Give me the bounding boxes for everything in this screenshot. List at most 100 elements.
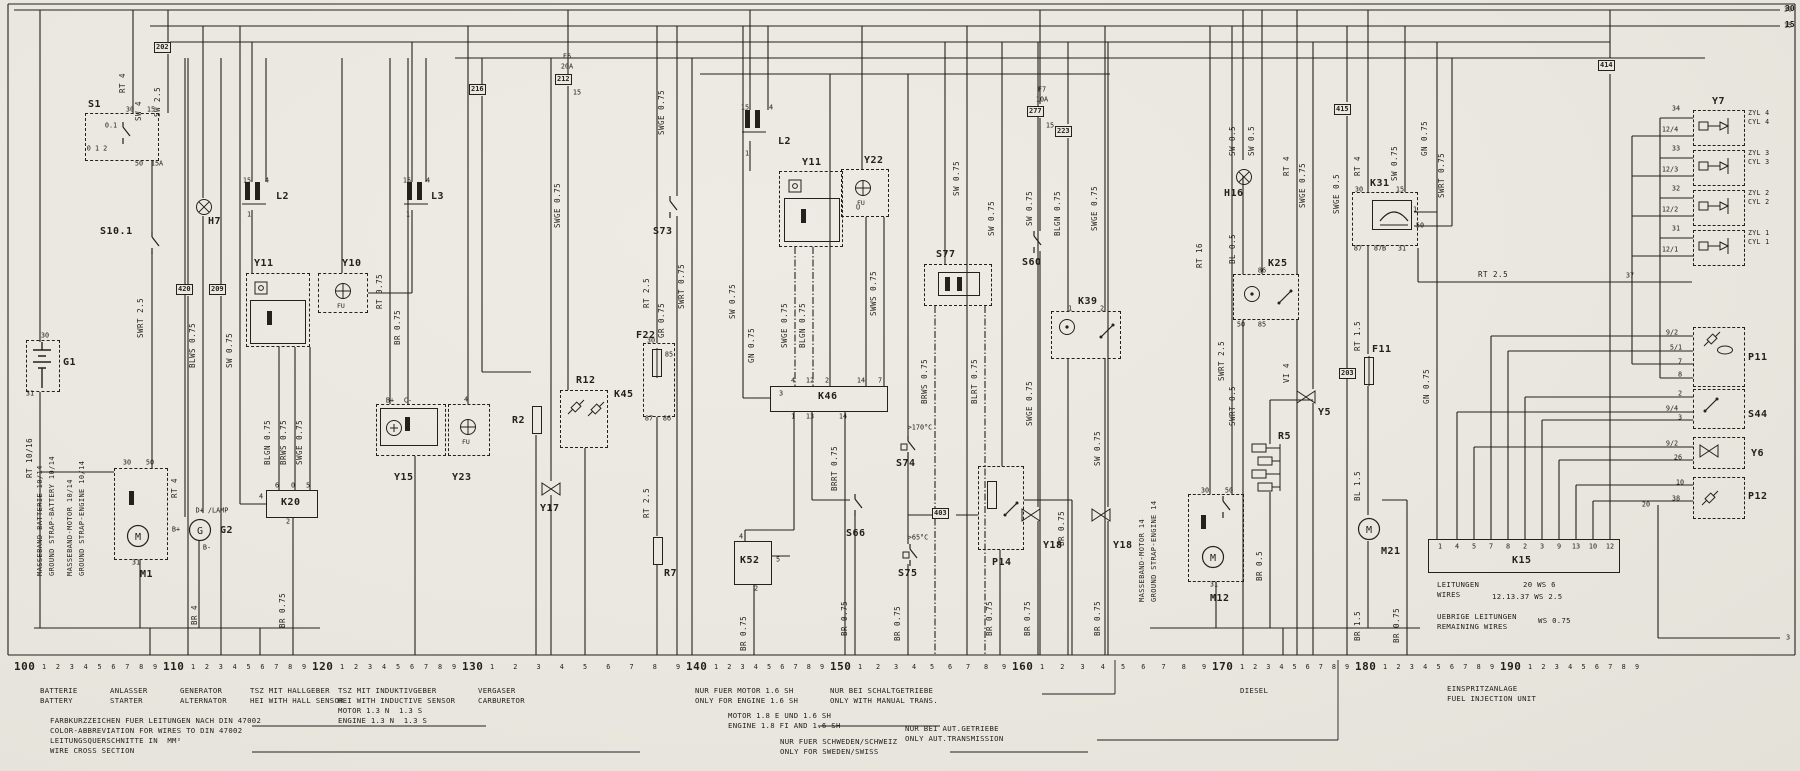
terminal: 4 xyxy=(463,395,469,404)
component-label-s75: S75 xyxy=(898,568,918,579)
scale-tick: 7 xyxy=(1161,663,1166,671)
symbol-motorS-icon xyxy=(385,419,403,441)
caption: WS 0.75 xyxy=(1538,616,1571,625)
scale-tick: 1 xyxy=(1039,663,1045,671)
wire-label: BR 0.75 xyxy=(393,309,402,345)
terminal: 15 xyxy=(402,176,412,185)
terminal: >170°C xyxy=(907,423,933,432)
scale-tick: 7 xyxy=(793,663,798,671)
symbol-switch-icon xyxy=(848,494,864,520)
scale-tick: 2 xyxy=(1060,663,1065,671)
terminal: 1 xyxy=(790,412,796,421)
scale-tick: 8 xyxy=(806,663,811,671)
terminal: 15 xyxy=(146,105,156,114)
svg-text:FU: FU xyxy=(462,438,470,445)
component-label-y18a: Y18 xyxy=(1043,540,1063,551)
svg-text:FU: FU xyxy=(337,302,345,309)
terminal: 30 xyxy=(122,458,132,467)
svg-text:G: G xyxy=(197,526,203,537)
wire-label: SW 2.5 xyxy=(153,86,162,117)
symbol-glow-icon xyxy=(1248,442,1294,500)
terminal: D+ /LAMP xyxy=(195,506,229,515)
terminal: 26 xyxy=(1673,453,1683,462)
component-label-r2: R2 xyxy=(512,415,526,426)
terminal: 0 xyxy=(290,481,296,490)
scale-decade: 150 xyxy=(830,660,852,673)
connector-202: 202 xyxy=(154,42,171,53)
ground-strap-text: MASSEBAND-MOTOR 10/14 xyxy=(66,479,74,576)
component-box-y11b-inner xyxy=(784,198,840,242)
terminal: 1 xyxy=(246,210,252,219)
scale-tick: 7 xyxy=(274,663,279,671)
component-label-k20: K20 xyxy=(281,497,301,508)
symbol-resd-icon xyxy=(586,400,606,422)
symbol-circ-icon xyxy=(1058,318,1076,340)
terminal: 15 xyxy=(242,176,252,185)
terminal: 31 xyxy=(131,558,141,567)
symbol-coil-icon xyxy=(402,178,430,212)
component-box-k46 xyxy=(770,386,888,412)
terminal: 2 xyxy=(1522,542,1528,551)
wire-label: BRRT 0.75 xyxy=(830,445,839,491)
symbol-inj-icon xyxy=(1698,157,1734,179)
terminal: 0.1 xyxy=(104,121,118,130)
scale-tick: 8 xyxy=(652,663,657,671)
terminal: 12/1 xyxy=(1661,245,1679,254)
bus-30-value: 30 xyxy=(1785,4,1795,13)
symbol-resd-icon xyxy=(1702,330,1722,352)
scale-tick: 6 xyxy=(1305,663,1310,671)
terminal: B+ xyxy=(171,525,181,534)
wire-label: SW 0.75 xyxy=(1093,430,1102,466)
scale-tick: 2 xyxy=(1541,663,1546,671)
symbol-sqdot-icon xyxy=(788,178,802,197)
terminal: 32 xyxy=(1671,184,1681,193)
terminal: 5/1 xyxy=(1669,343,1683,352)
terminal: 4 xyxy=(790,376,796,385)
wire-label: BR 0.75 xyxy=(1093,600,1102,636)
terminal: 4 xyxy=(264,176,270,185)
component-label-h16: H16 xyxy=(1224,188,1244,199)
terminal: 4 xyxy=(258,492,264,501)
scale-tick: 9 xyxy=(301,663,307,671)
connector-203: 203 xyxy=(1339,368,1356,379)
wire-label: SWWS 0.75 xyxy=(869,270,878,316)
component-label-y17: Y17 xyxy=(540,503,560,514)
wire-label: BR 0.75 xyxy=(1392,607,1401,643)
wire-label: BLWS 0.75 xyxy=(188,322,197,368)
caption: 12.13.37 WS 2.5 xyxy=(1492,592,1563,601)
wire-label: RT 4 xyxy=(118,72,127,93)
terminal: 87 xyxy=(1353,244,1363,253)
svg-text:M: M xyxy=(1366,525,1372,536)
wire-label: GN 0.75 xyxy=(1422,368,1431,404)
scale-tick: 6 xyxy=(606,663,611,671)
component-box-p14 xyxy=(978,466,1024,550)
scale-tick: 5 xyxy=(246,663,251,671)
symbol-bar-icon xyxy=(404,416,411,436)
terminal: 31 xyxy=(1209,580,1219,589)
scale-tick: 6 xyxy=(780,663,785,671)
component-label-y11b: Y11 xyxy=(802,157,822,168)
scale-tick: 7 xyxy=(423,663,429,671)
wire-label: BR 0.75 xyxy=(985,600,994,636)
symbol-inj-icon xyxy=(1698,237,1734,259)
terminal: 2 xyxy=(824,376,830,385)
symbol-fu-icon: FU xyxy=(457,418,479,449)
scale-tick: 1 xyxy=(1527,663,1533,671)
component-label-l2a: L2 xyxy=(276,191,290,202)
scale-tick: 9 xyxy=(1634,663,1640,671)
symbol-switch-icon xyxy=(1027,231,1043,257)
wire-label: SW 0.75 xyxy=(1390,145,1399,181)
terminal: 1 xyxy=(744,149,750,158)
scale-tick: 2 xyxy=(727,663,732,671)
symbol-fu-icon: FU xyxy=(852,179,874,210)
terminal: 14 xyxy=(838,412,848,421)
component-box-y15-inner xyxy=(380,408,438,446)
symbol-switch-icon xyxy=(663,196,679,222)
wire-label: SW 0.5 xyxy=(1228,125,1237,156)
scale-tick: 5 xyxy=(766,663,772,671)
terminal: 9/2 xyxy=(1665,439,1679,448)
terminal: C- xyxy=(403,396,413,405)
component-label-m12: M12 xyxy=(1210,593,1230,604)
